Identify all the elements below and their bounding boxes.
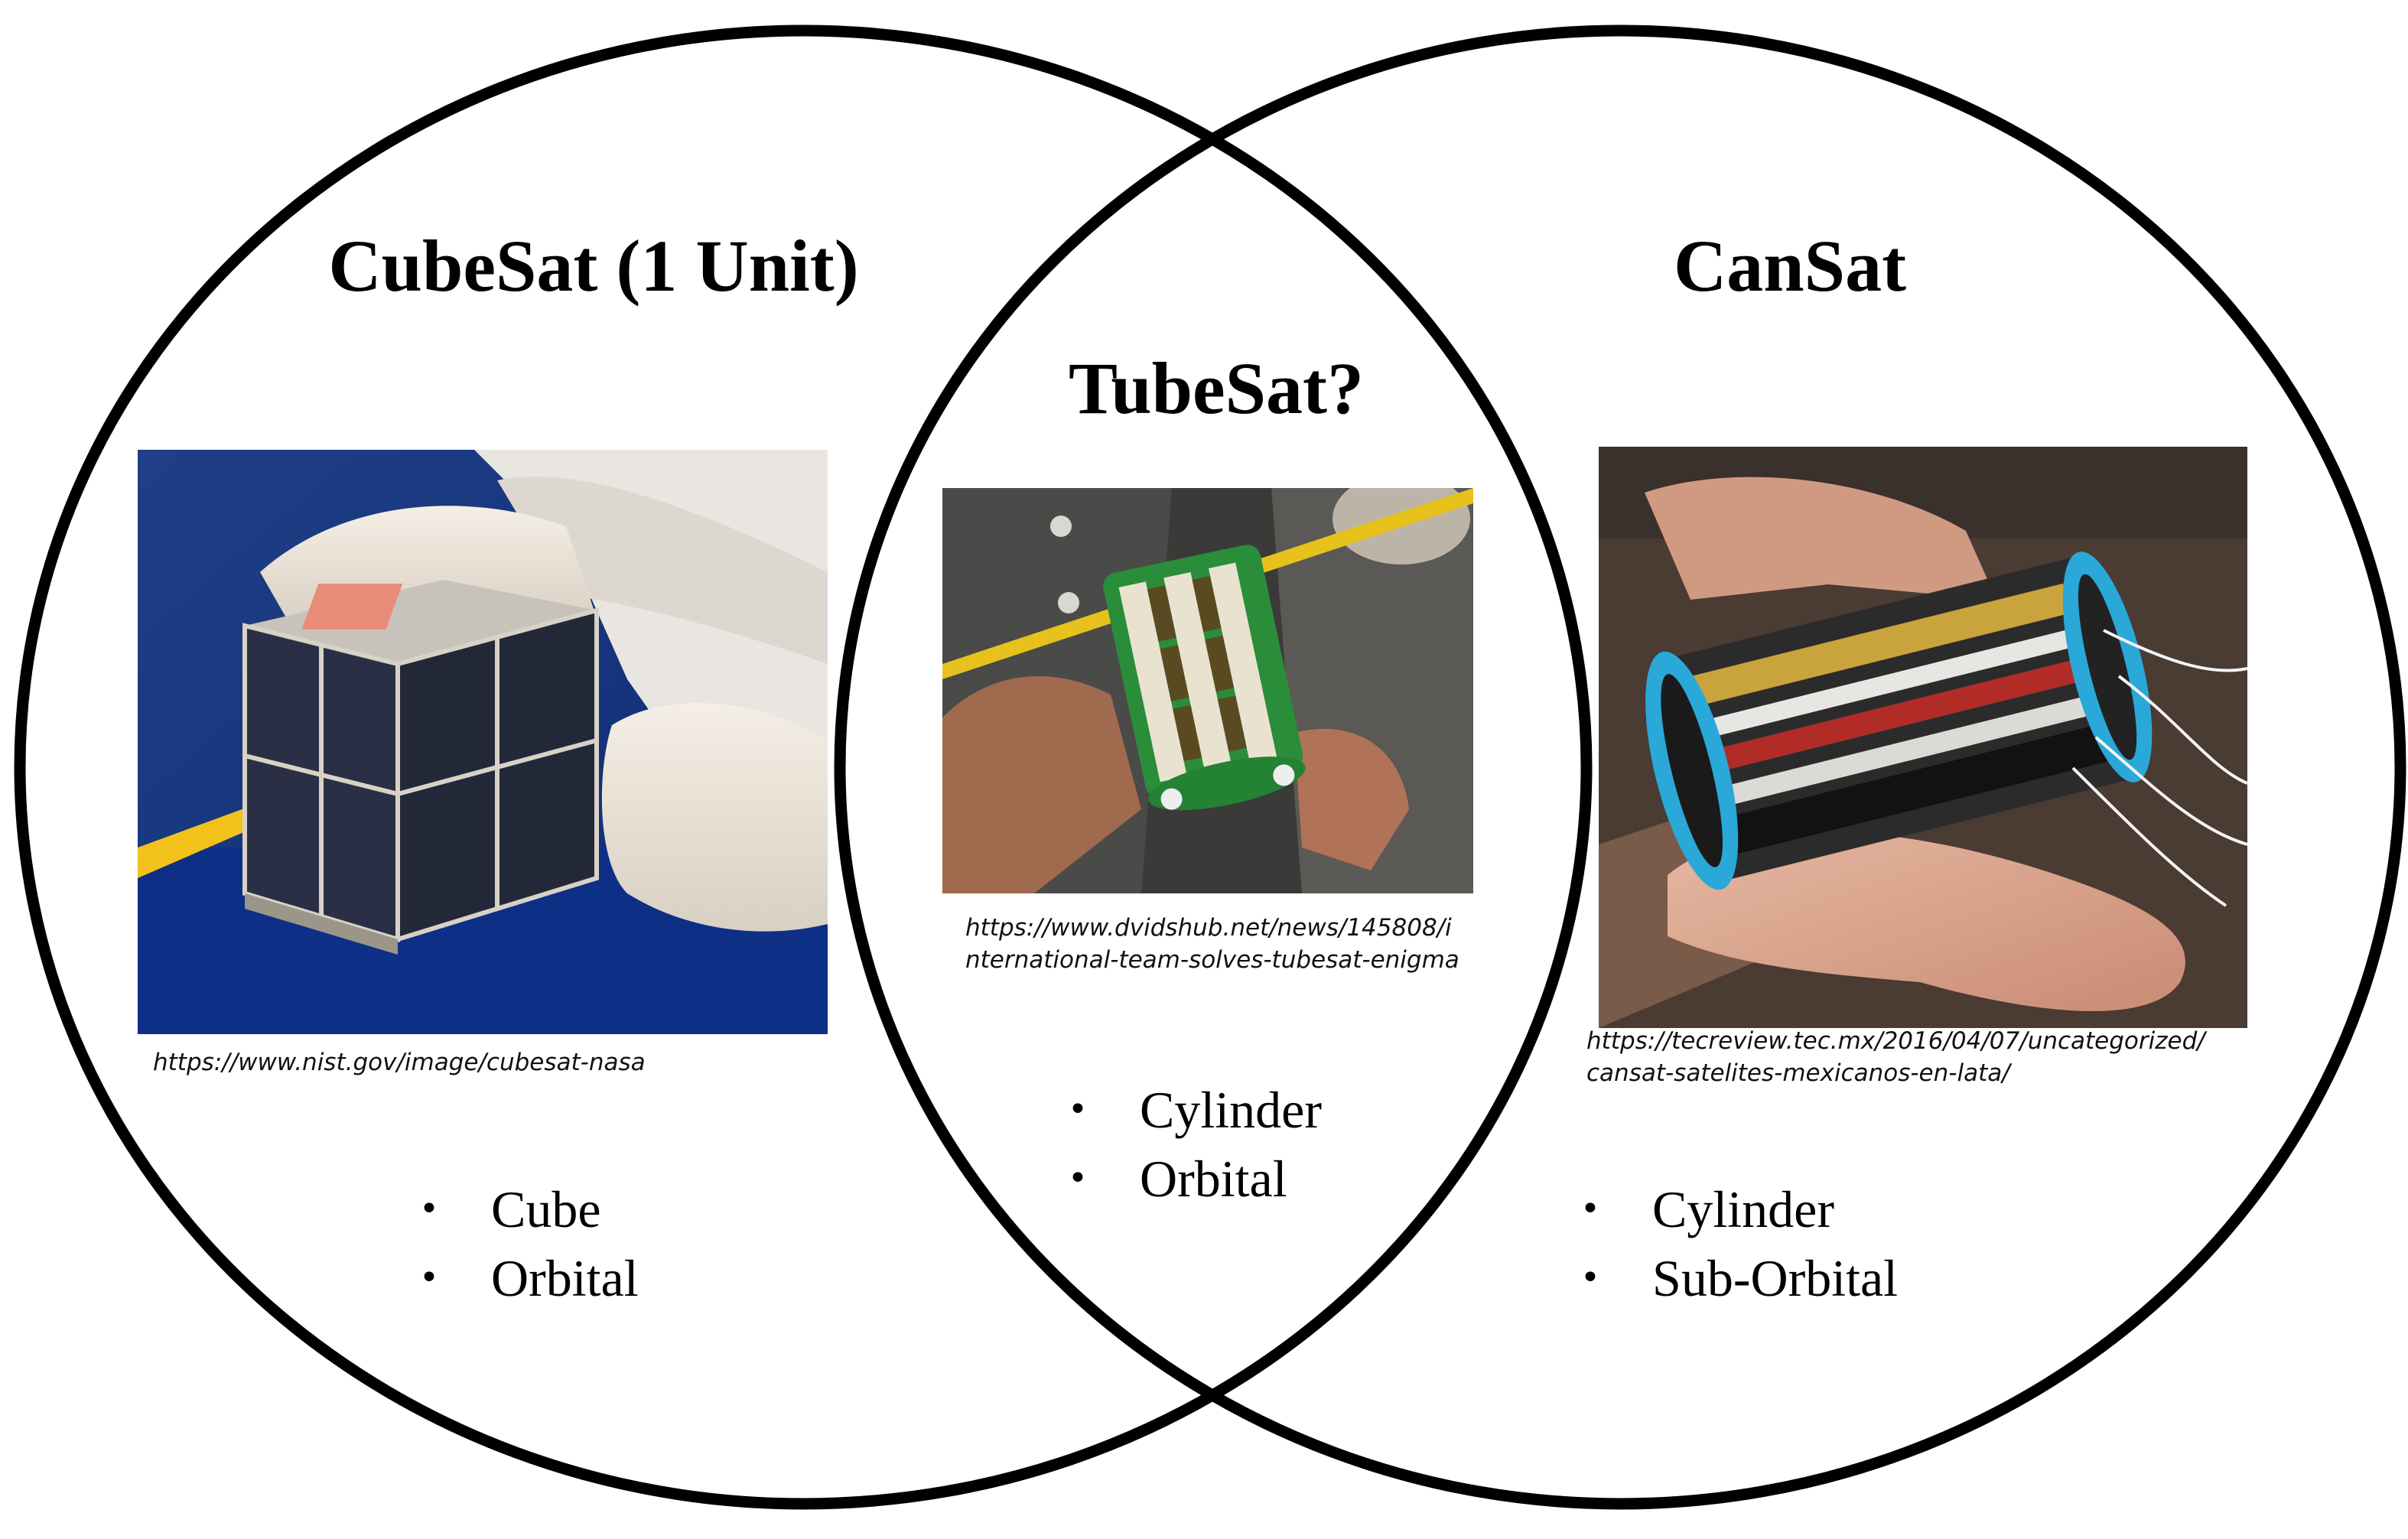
list-item: •Cylinder (1068, 1075, 1322, 1144)
cansat-title: CanSat (1673, 225, 1907, 307)
list-item: •Cube (419, 1175, 639, 1244)
tubesat-photo (942, 488, 1473, 893)
cubesat-attributes-list: •Cube •Orbital (419, 1175, 639, 1313)
bullet-icon: • (1580, 1258, 1600, 1297)
list-item: •Orbital (1068, 1144, 1322, 1213)
bullet-icon: • (1068, 1090, 1088, 1129)
bullet-icon: • (1580, 1189, 1600, 1228)
bullet-icon: • (419, 1258, 439, 1297)
cansat-set-circle (834, 24, 2406, 1510)
cubesat-set-circle (14, 24, 1593, 1510)
bullet-icon: • (1068, 1159, 1088, 1198)
tubesat-attributes-list: •Cylinder •Orbital (1068, 1075, 1322, 1213)
cubesat-title: CubeSat (1 Unit) (328, 225, 859, 307)
list-item: •Sub-Orbital (1580, 1244, 1898, 1313)
tubesat-source-caption: https://www.dvidshub.net/news/145808/int… (965, 914, 1459, 974)
cansat-attributes-list: •Cylinder •Sub-Orbital (1580, 1175, 1898, 1313)
cubesat-source-caption: https://www.nist.gov/image/cubesat-nasa (153, 1049, 646, 1076)
cubesat-photo (138, 450, 828, 1034)
bullet-icon: • (419, 1189, 439, 1228)
list-item: •Orbital (419, 1244, 639, 1313)
cansat-source-caption: https://tecreview.tec.mx/2016/04/07/unca… (1586, 1027, 2205, 1087)
tubesat-title: TubeSat? (1069, 347, 1364, 429)
cansat-photo (1599, 447, 2247, 1028)
list-item: •Cylinder (1580, 1175, 1898, 1244)
